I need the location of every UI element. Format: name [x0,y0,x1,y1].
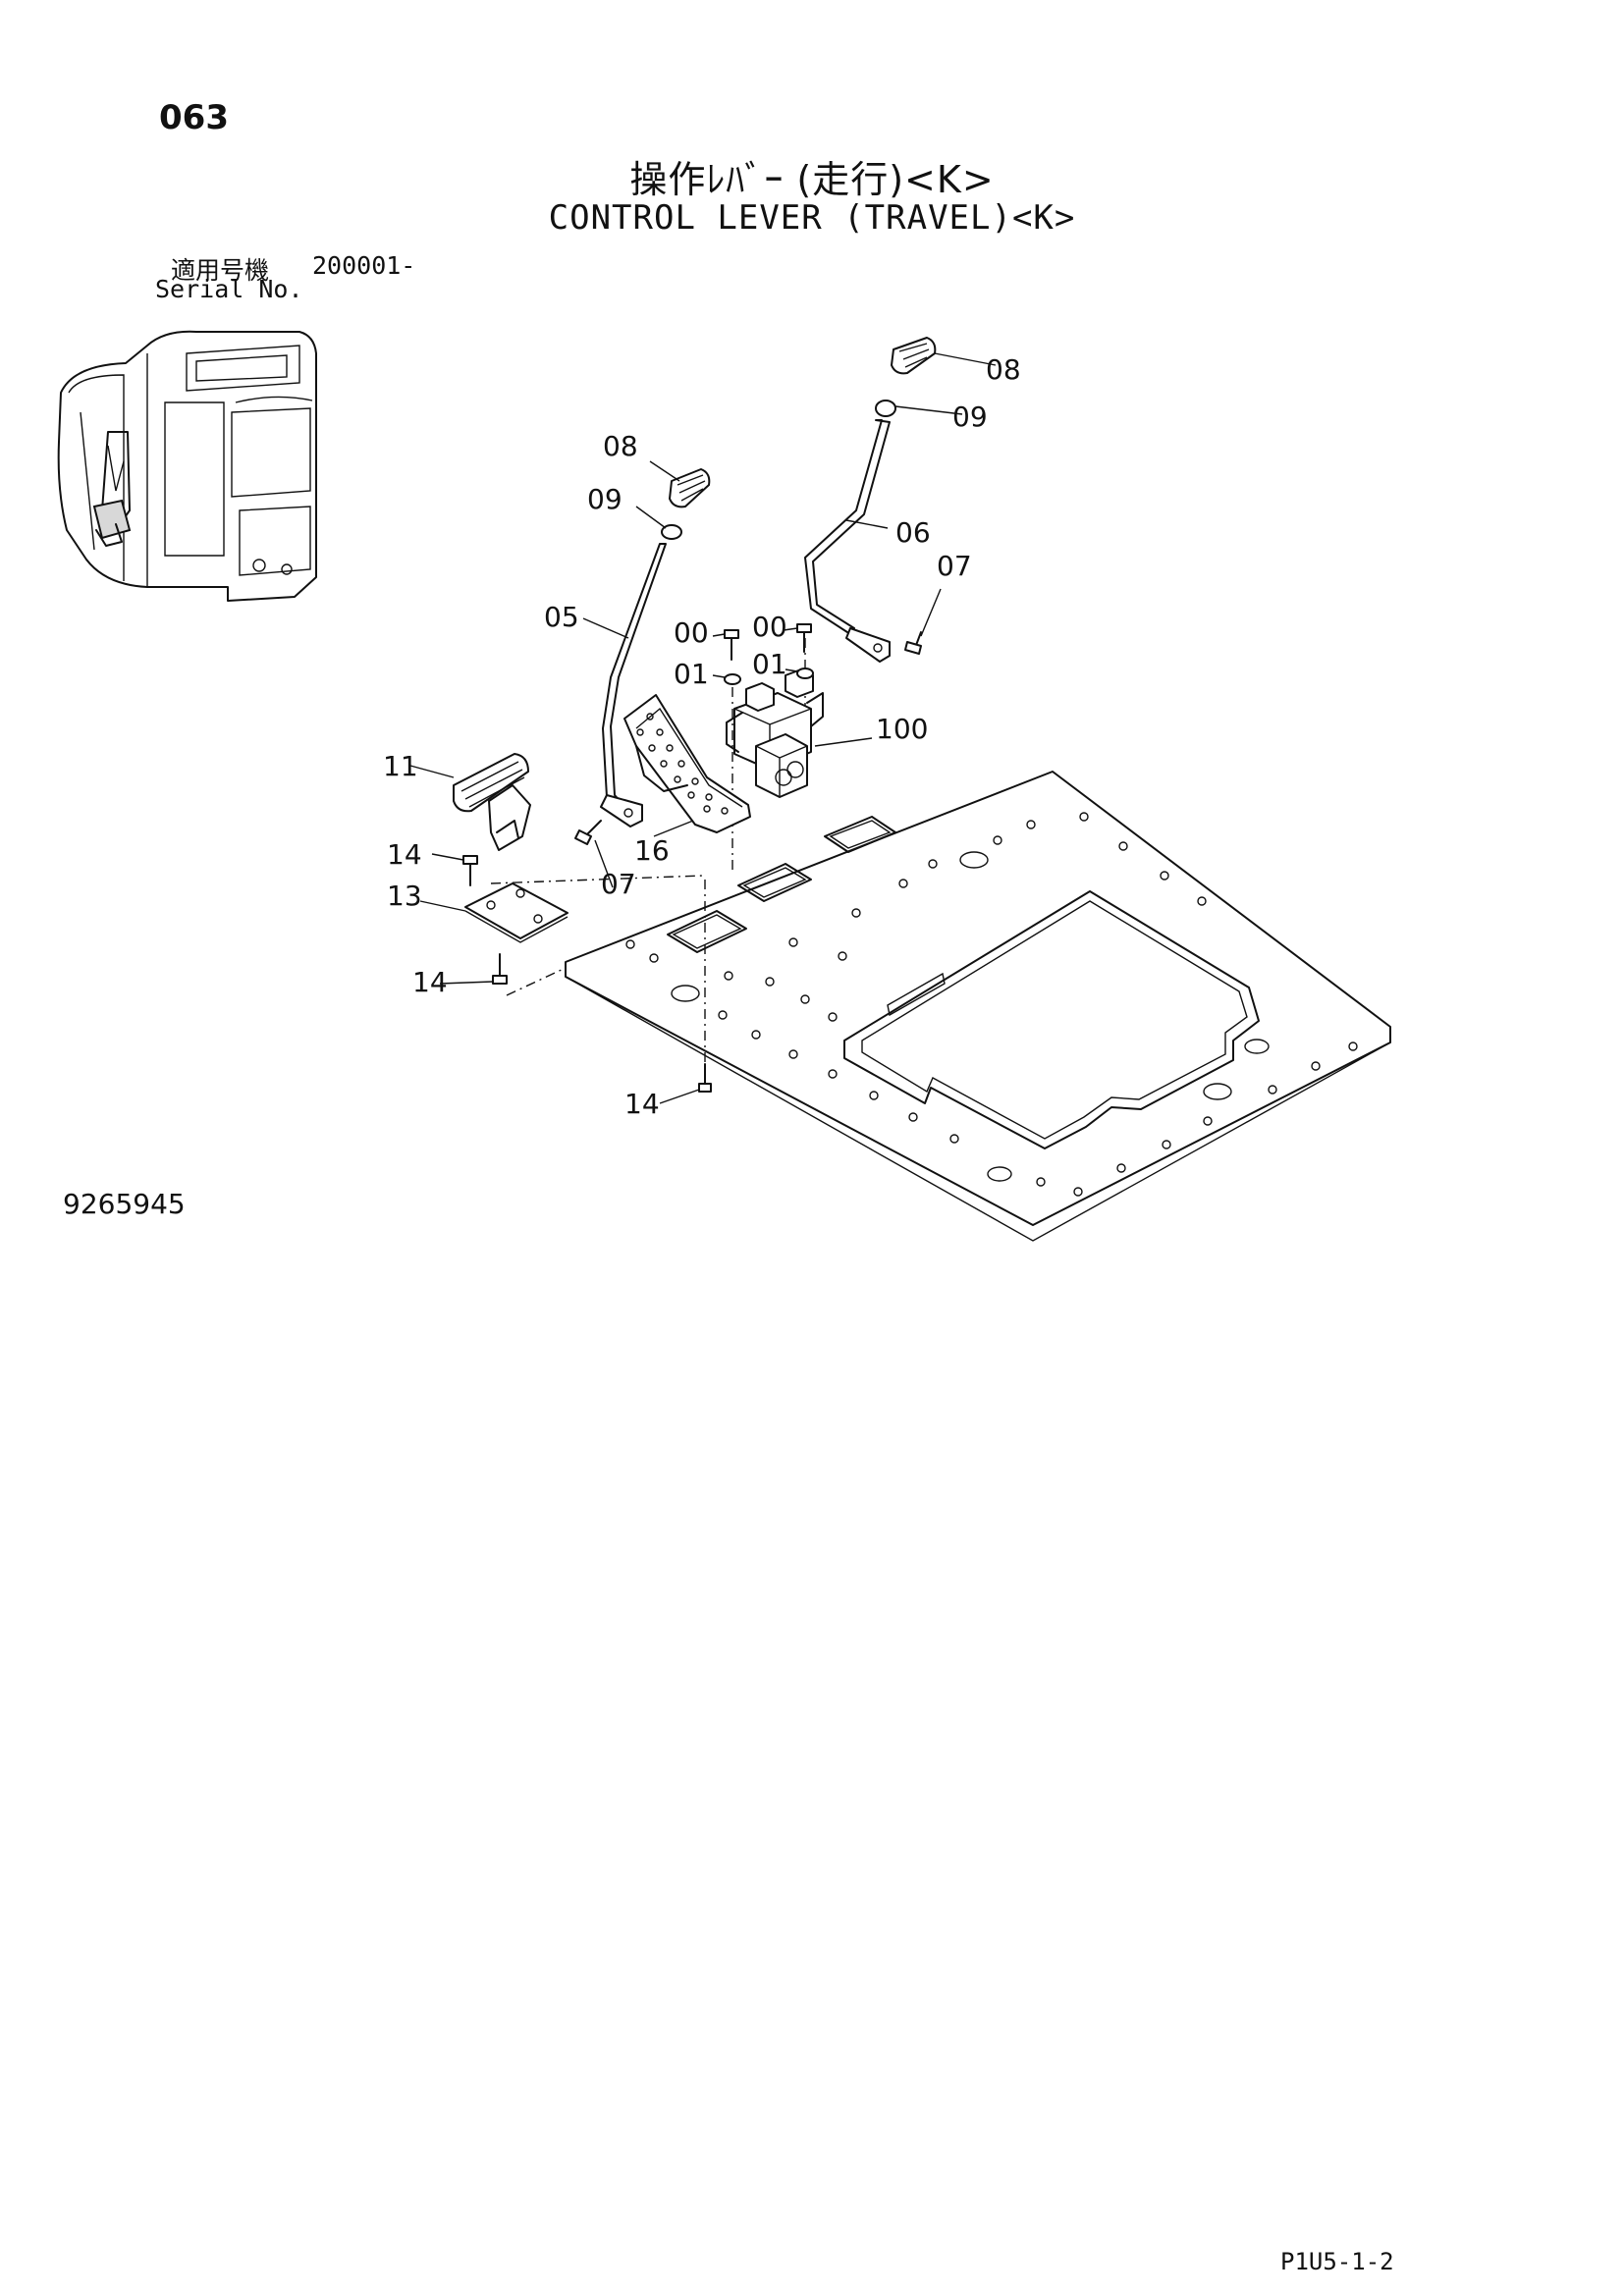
pilot-valve [726,668,824,798]
drawing-number: 9265945 [63,1188,186,1220]
callout-00-left: 00 [674,616,709,649]
serial-label-english: Serial No. [155,275,303,303]
title-english: CONTROL LEVER (TRAVEL)<K> [548,198,1076,238]
bolts-and-washers [462,623,922,1093]
centerline-left [506,967,567,996]
travel-lever-right [804,337,937,663]
callout-16: 16 [634,834,670,867]
callout-08-left: 08 [603,430,638,462]
callout-06: 06 [895,516,931,549]
callout-100: 100 [876,713,928,745]
cab-locator-thumbnail [57,330,317,602]
serial-label-japanese: 適用号機 [171,256,270,285]
callout-07-right: 07 [937,550,972,582]
centerline-right [490,875,704,884]
travel-pedal [623,694,751,833]
foot-rest-pedal [453,753,531,851]
callout-05: 05 [544,601,579,633]
serial-number: 200001- [312,251,416,280]
callout-11: 11 [383,750,418,782]
callout-09-left: 09 [587,483,623,515]
callout-01-right: 01 [752,648,787,680]
page-number: 063 [159,98,229,137]
leader-lines [409,352,997,1104]
callout-14-bottom: 14 [624,1088,660,1120]
callout-14-top: 14 [387,838,422,871]
callout-14-middle: 14 [412,966,448,998]
cover-plate [464,882,568,943]
callout-01-left: 01 [674,658,709,690]
floor-plate [565,771,1391,1242]
callout-00-right: 00 [752,611,787,643]
pedal-tread-pattern [636,713,729,815]
travel-lever-left [600,468,711,828]
title-japanese: 操作ﾚﾊﾞｰ (走行)<K> [629,158,995,201]
callout-08-right: 08 [986,353,1021,386]
callout-09-right: 09 [952,400,988,433]
sheet-code: P1U5-1-2 [1280,2248,1394,2275]
callout-07-left: 07 [601,868,636,900]
callout-13: 13 [387,880,422,912]
